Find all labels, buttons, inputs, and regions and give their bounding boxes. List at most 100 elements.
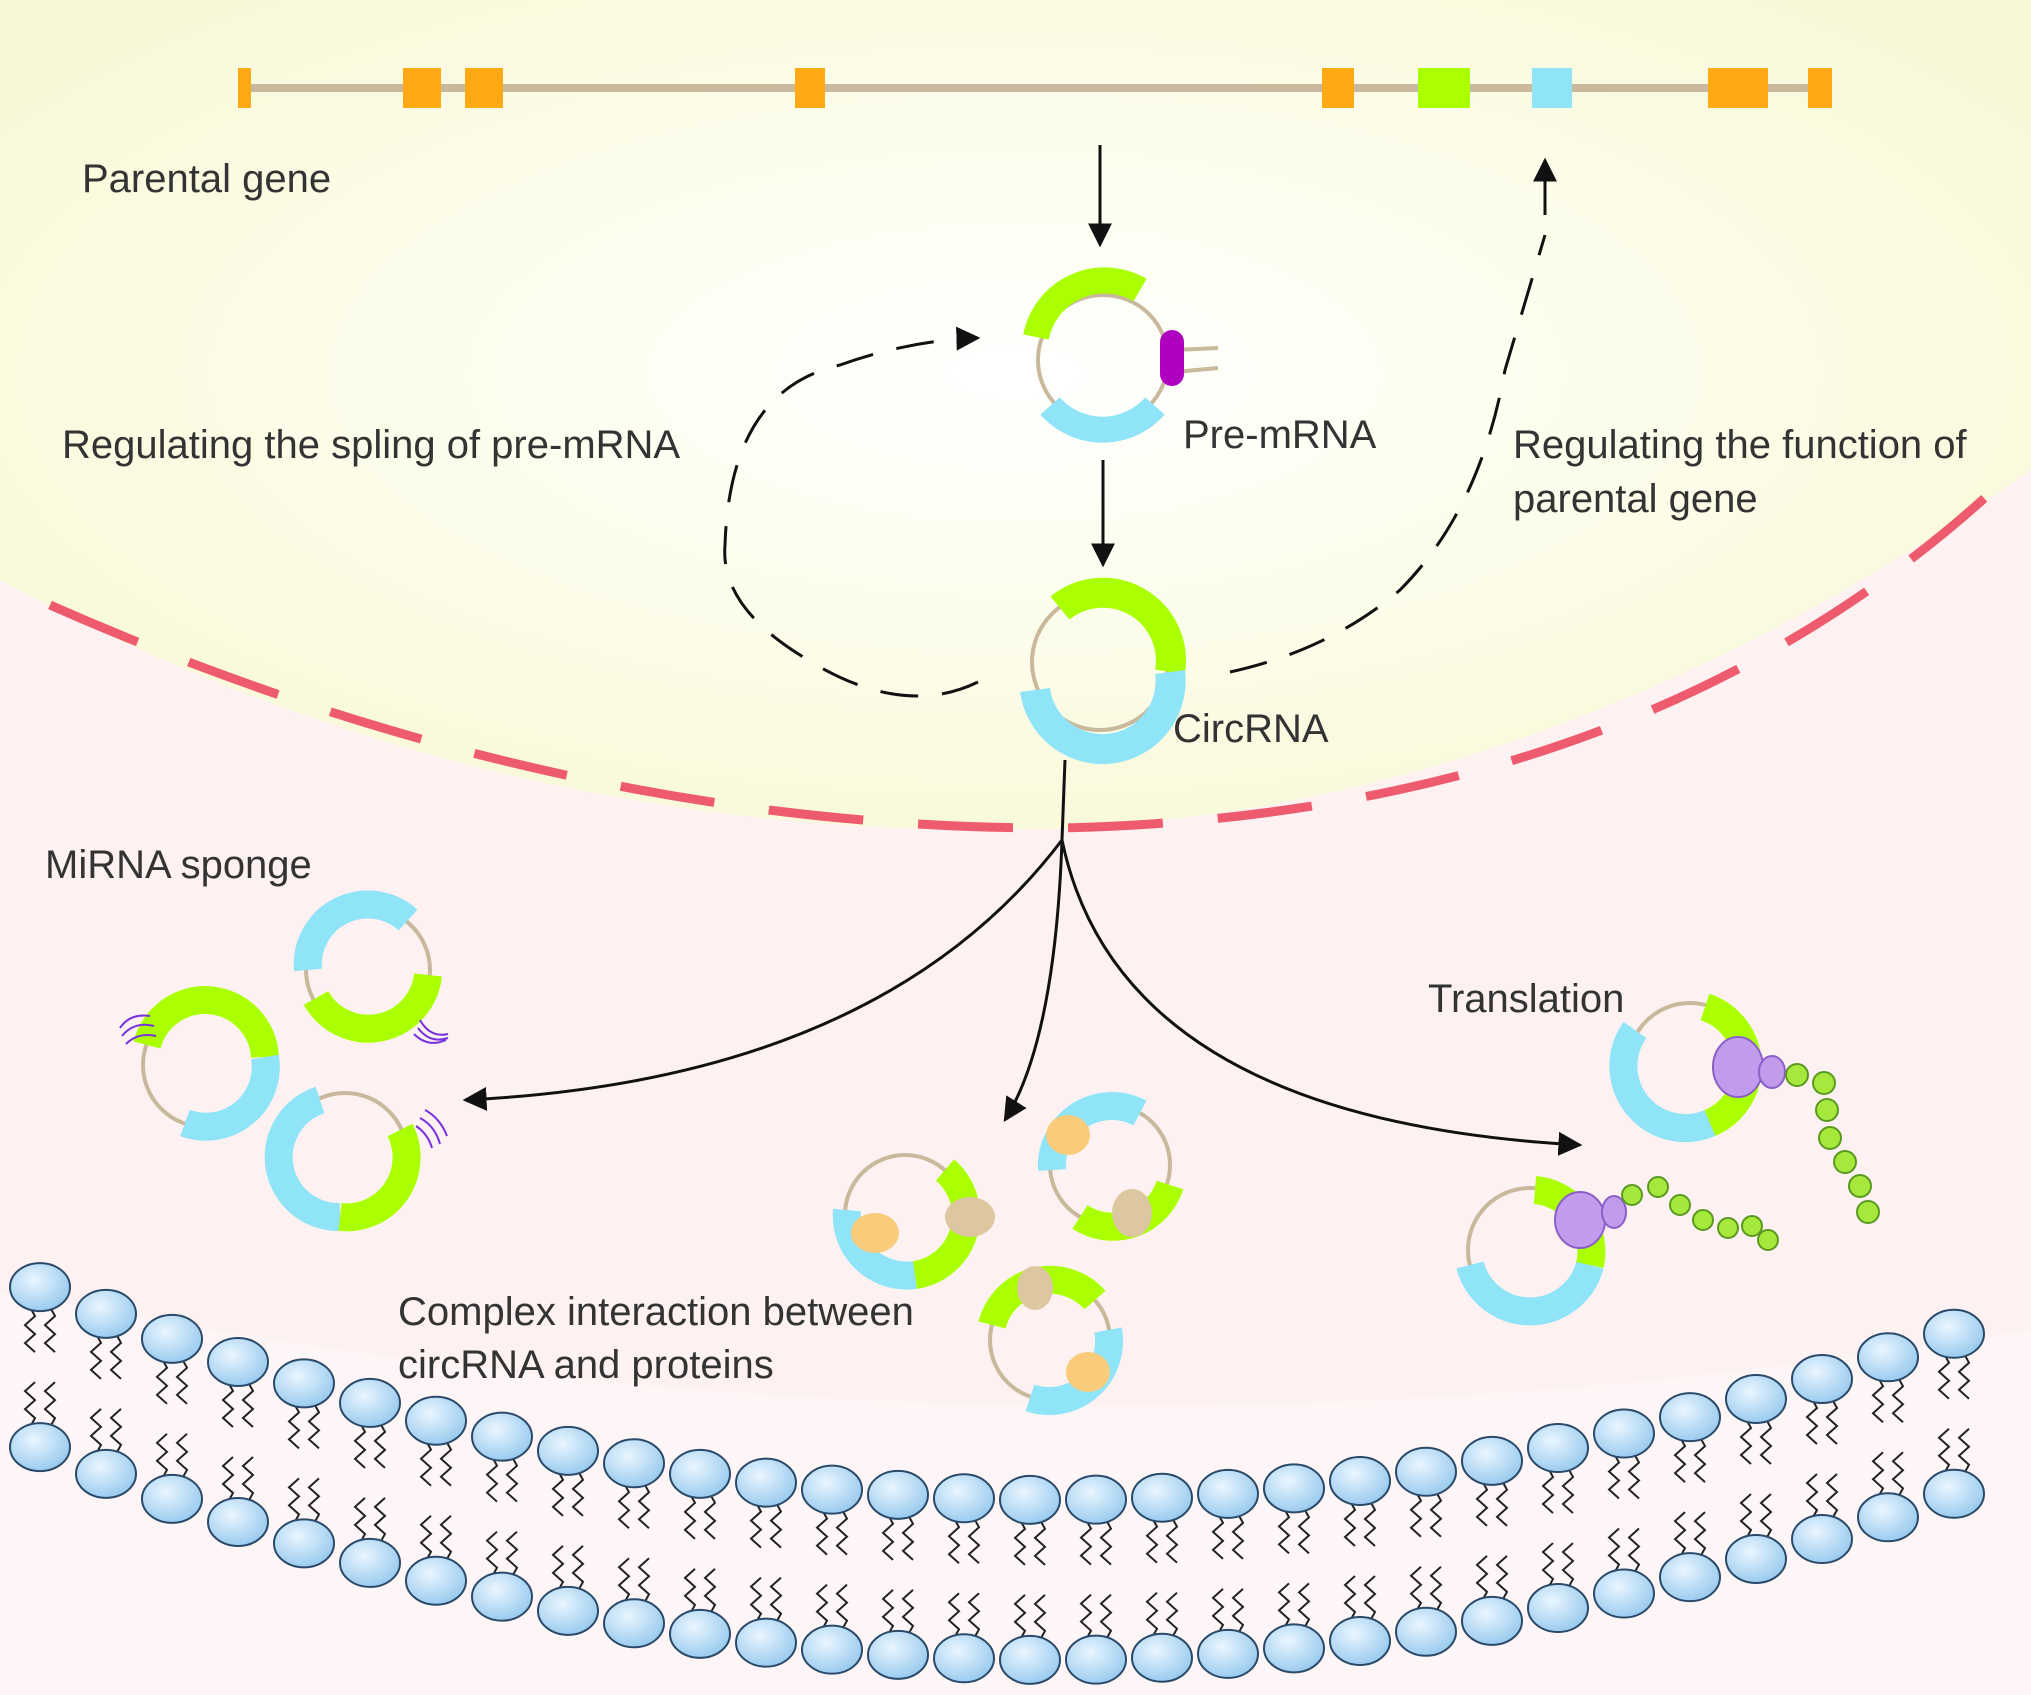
lipid-head-icon <box>1791 1514 1853 1565</box>
lipid-tail <box>1429 1566 1443 1613</box>
lipid-tail <box>1495 1555 1509 1602</box>
lipid-tail <box>1165 1591 1179 1639</box>
lipid-tail <box>1673 1436 1687 1483</box>
label-complex-2: circRNA and proteins <box>398 1343 774 1387</box>
exon-icon <box>403 68 441 108</box>
lipid-tail <box>1891 1376 1905 1424</box>
lipid-tail <box>947 1517 961 1564</box>
peptide-chain-1 <box>1785 1063 1880 1224</box>
lipid-tail <box>439 1440 453 1487</box>
mirna-icon <box>119 1014 449 1149</box>
lipid-tail <box>1541 1467 1555 1514</box>
lipid-head-icon <box>735 1617 797 1668</box>
lipid-tail <box>1607 1527 1621 1574</box>
lipid-head-icon <box>207 1496 269 1547</box>
lipid-tail <box>1475 1480 1489 1527</box>
arrow-to-mirna-sponge <box>462 839 1064 1111</box>
label-pre-mrna: Pre-mRNA <box>1183 413 1377 457</box>
lipid-tail <box>967 1517 981 1564</box>
lipid-tail <box>241 1456 255 1503</box>
lipid-head-icon <box>339 1537 401 1588</box>
lipid-head-icon <box>75 1288 137 1339</box>
lipid-tail <box>1627 1527 1641 1574</box>
lipid-head-icon <box>1131 1472 1193 1523</box>
lipid-head-icon <box>1329 1455 1391 1506</box>
lipid-tail <box>23 1306 37 1353</box>
lipid-tail <box>1079 1519 1093 1566</box>
lipid-tail <box>307 1402 321 1450</box>
label-regulating-function-1: Regulating the function of <box>1513 423 1968 467</box>
lipid-tail <box>1231 1513 1245 1560</box>
lipid-tail <box>815 1583 829 1631</box>
lipid-head-icon <box>537 1585 599 1636</box>
lipid-tail <box>353 1497 367 1544</box>
lipid-tail <box>287 1477 301 1524</box>
label-translation: Translation <box>1428 977 1624 1021</box>
lipid-head-icon <box>9 1422 71 1473</box>
lipid-tail <box>1673 1511 1687 1558</box>
lipid-tail <box>89 1408 103 1455</box>
ribosome-icon <box>1712 1036 1764 1098</box>
arrow-to-protein-complex <box>1003 839 1064 1123</box>
lipid-tail <box>175 1358 189 1405</box>
lipid-tail <box>1607 1453 1621 1500</box>
nuclear-envelope <box>48 461 2024 833</box>
lipid-tail <box>769 1502 783 1549</box>
lipid-tail <box>1211 1513 1225 1560</box>
lipid-tail <box>637 1557 651 1604</box>
lipid-head-icon <box>1527 1583 1589 1634</box>
lipid-tail <box>1739 1493 1753 1540</box>
lipid-tail <box>1891 1451 1905 1498</box>
lipid-head-icon <box>1593 1408 1655 1459</box>
exon-icon <box>795 68 825 108</box>
lipid-tail <box>1409 1566 1423 1613</box>
lipid-tail <box>485 1530 499 1578</box>
lipid-tail <box>1627 1453 1641 1500</box>
lipid-tail <box>419 1514 433 1562</box>
lipid-tail <box>1805 1398 1819 1445</box>
lipid-head-icon <box>603 1598 665 1649</box>
lipid-head-icon <box>1725 1373 1787 1424</box>
lipid-head-icon <box>999 1634 1061 1685</box>
lipid-head-icon <box>471 1411 533 1462</box>
lipid-tail <box>683 1493 697 1540</box>
lipid-head-icon <box>1659 1552 1721 1603</box>
lipid-head-icon <box>1857 1492 1919 1543</box>
lipid-tail <box>439 1514 453 1562</box>
lipid-tail <box>1231 1588 1245 1635</box>
lipid-head-icon <box>933 1633 995 1684</box>
lipid-head-icon <box>1593 1568 1655 1619</box>
lipid-head-icon <box>1197 1628 1259 1679</box>
exon-icon <box>1322 68 1354 108</box>
lipid-tail <box>1343 1575 1357 1622</box>
protein-icon <box>945 1197 995 1237</box>
lipid-tail <box>901 1514 915 1561</box>
lipid-tail <box>1957 1428 1971 1475</box>
lipid-tail <box>1033 1519 1047 1566</box>
lipid-head-icon <box>735 1457 797 1508</box>
lipid-tail <box>241 1381 255 1428</box>
lipid-tail <box>947 1592 961 1639</box>
lipid-tail <box>505 1456 519 1503</box>
lipid-tail <box>881 1589 895 1636</box>
lipid-tail <box>1475 1555 1489 1602</box>
lipid-tail <box>551 1545 565 1592</box>
lipid-tail <box>815 1509 829 1556</box>
lipid-head-icon <box>669 1608 731 1659</box>
label-circrna: CircRNA <box>1173 707 1329 751</box>
lipid-tail <box>1957 1353 1971 1400</box>
lipid-tail <box>769 1576 783 1624</box>
protein-icon <box>1112 1189 1152 1237</box>
exon-icon <box>1418 68 1470 108</box>
mirna-sponge-group <box>119 890 449 1232</box>
lipid-tail <box>1871 1376 1885 1424</box>
lipid-tail <box>1871 1451 1885 1498</box>
lipid-tail <box>1079 1593 1093 1641</box>
lipid-head-icon <box>867 1469 929 1520</box>
lipid-tail <box>1277 1582 1291 1629</box>
lipid-tail <box>1145 1517 1159 1564</box>
lipid-head-icon <box>999 1474 1061 1525</box>
lipid-tail <box>1211 1588 1225 1635</box>
lipid-head-icon <box>471 1571 533 1622</box>
